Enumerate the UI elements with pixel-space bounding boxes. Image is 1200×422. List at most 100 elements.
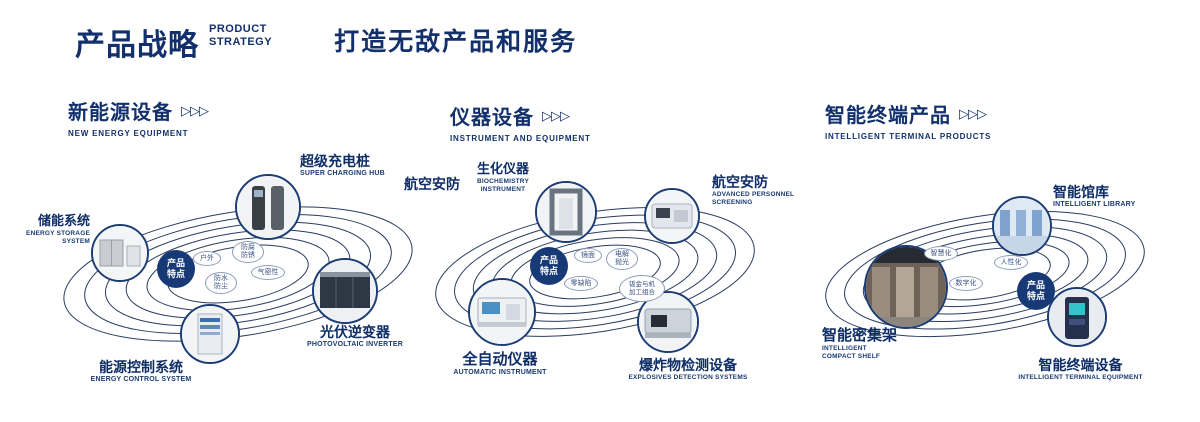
product-label-energy-storage: 储能系统 ENERGY STORAGE SYSTEM <box>6 213 90 246</box>
pill-text: 钣金与机加工组合 <box>629 281 655 296</box>
explosives-detector-image <box>639 293 697 351</box>
page-title-en-line2: STRATEGY <box>209 36 273 48</box>
section-title: 新能源设备 <box>68 102 173 124</box>
orbit-rings-new-energy <box>63 206 413 342</box>
screening-machine-image <box>646 190 698 242</box>
triple-arrow-icon: ▷▷▷ <box>542 107 570 123</box>
product-features-badge: 产品特点 <box>157 250 195 288</box>
pill-text: 电解抛光 <box>615 251 629 266</box>
product-photo-intelligent-library <box>992 196 1052 256</box>
feature-pill-anticorrosion: 防腐防锈 <box>232 241 264 263</box>
product-photo-biochemistry-instrument <box>535 181 597 243</box>
feature-pill-smart: 智慧化 <box>924 246 958 261</box>
product-photo-explosives-detection <box>637 291 699 353</box>
pill-text: 气密性 <box>257 268 279 276</box>
feature-pill-outdoor: 户外 <box>193 251 221 266</box>
product-name: 爆炸物检测设备 <box>639 357 737 373</box>
product-name-en: AUTOMATIC INSTRUMENT <box>453 369 547 377</box>
product-photo-energy-control <box>180 304 240 364</box>
section-header-intelligent-terminal: 智能终端产品 ▷▷▷ INTELLIGENT TERMINAL PRODUCTS <box>825 99 991 141</box>
product-photo-energy-storage <box>91 224 149 282</box>
pill-text: 智慧化 <box>930 249 952 257</box>
pill-text: 户外 <box>200 254 214 262</box>
product-features-badge: 产品特点 <box>530 247 568 285</box>
energy-control-image <box>182 306 238 362</box>
product-name-en: ADVANCED PERSONNEL SCREENING <box>712 191 795 207</box>
side-label-aviation-security: 航空安防 <box>404 176 460 192</box>
badge-label: 产品特点 <box>1026 279 1045 301</box>
badge-label: 产品特点 <box>539 254 558 276</box>
product-label-explosives-detection: 爆炸物检测设备 EXPLOSIVES DETECTION SYSTEMS <box>603 357 773 382</box>
product-name: 航空安防 <box>712 174 768 190</box>
product-photo-automatic-instrument <box>468 278 536 346</box>
product-name: 生化仪器 <box>476 161 529 176</box>
feature-pill-mirror: 镜面 <box>574 248 602 263</box>
product-label-intelligent-library: 智能馆库 INTELLIGENT LIBRARY <box>1053 184 1173 210</box>
security-gate-image <box>537 183 595 241</box>
feature-pill-electropolish: 电解抛光 <box>606 248 638 270</box>
product-name-en: INTELLIGENT COMPACT SHELF <box>822 345 881 361</box>
product-name: 光伏逆变器 <box>320 324 390 340</box>
pill-text: 防水防尘 <box>214 275 228 290</box>
section-header-instrument: 仪器设备 ▷▷▷ INSTRUMENT AND EQUIPMENT <box>450 101 591 143</box>
product-photo-personnel-screening <box>644 188 700 244</box>
feature-pill-waterproof: 防水防尘 <box>205 272 237 294</box>
product-name: 智能终端设备 <box>1038 357 1123 373</box>
product-name: 超级充电桩 <box>300 153 370 169</box>
product-name: 能源控制系统 <box>99 359 183 375</box>
pill-text: 人性化 <box>1000 258 1022 266</box>
product-label-intelligent-compact-shelf: 智能密集架 INTELLIGENT COMPACT SHELF <box>822 327 927 362</box>
page-header: 产品战略 PRODUCT STRATEGY 打造无敌产品和服务 <box>75 20 577 64</box>
section-header-new-energy: 新能源设备 ▷▷▷ NEW ENERGY EQUIPMENT <box>68 96 209 138</box>
page-title: 产品战略 <box>75 29 199 62</box>
pill-text: 零缺陷 <box>570 279 592 287</box>
product-label-energy-control: 能源控制系统 ENERGY CONTROL SYSTEM <box>76 359 206 385</box>
photovoltaic-inverter-image <box>314 260 376 322</box>
product-label-super-charging-hub: 超级充电桩 SUPER CHARGING HUB <box>300 153 420 179</box>
product-photo-super-charging-hub <box>235 174 301 240</box>
section-subtitle: INTELLIGENT TERMINAL PRODUCTS <box>825 132 992 141</box>
product-name-en: INTELLIGENT TERMINAL EQUIPMENT <box>1018 374 1143 382</box>
feature-pill-sheetmetal-machining: 钣金与机加工组合 <box>619 275 665 302</box>
product-name: 智能密集架 <box>822 327 898 344</box>
feature-pill-digital: 数字化 <box>949 276 983 291</box>
product-name: 全自动仪器 <box>462 351 538 368</box>
product-photo-photovoltaic-inverter <box>312 258 378 324</box>
section-title: 仪器设备 <box>450 107 534 129</box>
product-name: 航空安防 <box>404 176 460 192</box>
product-name-en: ENERGY STORAGE SYSTEM <box>26 229 90 246</box>
page-title-en: PRODUCT STRATEGY <box>209 23 272 49</box>
compact-shelf-image <box>866 247 946 327</box>
feature-pill-humanized: 人性化 <box>994 255 1028 270</box>
feature-pill-zero-defect: 零缺陷 <box>564 276 598 291</box>
product-name-en: BIOCHEMISTRY INSTRUMENT <box>477 177 529 194</box>
pill-text: 数字化 <box>955 279 977 287</box>
product-label-automatic-instrument: 全自动仪器 AUTOMATIC INSTRUMENT <box>425 351 575 378</box>
product-name: 储能系统 <box>37 213 90 228</box>
terminal-kiosk-image <box>1049 289 1105 345</box>
product-name-en: EXPLOSIVES DETECTION SYSTEMS <box>628 374 748 382</box>
product-label-intelligent-terminal: 智能终端设备 INTELLIGENT TERMINAL EQUIPMENT <box>1003 357 1158 382</box>
triple-arrow-icon: ▷▷▷ <box>181 102 209 118</box>
badge-label: 产品特点 <box>166 257 185 279</box>
page-tagline: 打造无敌产品和服务 <box>334 28 578 56</box>
product-label-biochemistry-instrument: 生化仪器 BIOCHEMISTRY INSTRUMENT <box>455 161 551 194</box>
energy-storage-image <box>93 226 147 280</box>
product-label-photovoltaic-inverter: 光伏逆变器 PHOTOVOLTAIC INVERTER <box>296 324 414 350</box>
pill-text: 防腐防锈 <box>241 244 255 259</box>
automatic-instrument-image <box>470 280 534 344</box>
product-name-en: INTELLIGENT LIBRARY <box>1053 201 1136 209</box>
intelligent-library-image <box>994 198 1050 254</box>
product-name-en: SUPER CHARGING HUB <box>300 170 385 178</box>
section-subtitle: INSTRUMENT AND EQUIPMENT <box>450 134 591 143</box>
product-name: 智能馆库 <box>1053 184 1109 200</box>
triple-arrow-icon: ▷▷▷ <box>959 105 987 121</box>
product-label-personnel-screening: 航空安防 ADVANCED PERSONNEL SCREENING <box>712 174 827 207</box>
product-name-en: ENERGY CONTROL SYSTEM <box>90 376 192 384</box>
feature-pill-airtight: 气密性 <box>251 265 285 280</box>
pill-text: 镜面 <box>581 251 595 259</box>
section-title: 智能终端产品 <box>825 105 951 127</box>
product-photo-intelligent-terminal <box>1047 287 1107 347</box>
section-subtitle: NEW ENERGY EQUIPMENT <box>68 129 189 138</box>
